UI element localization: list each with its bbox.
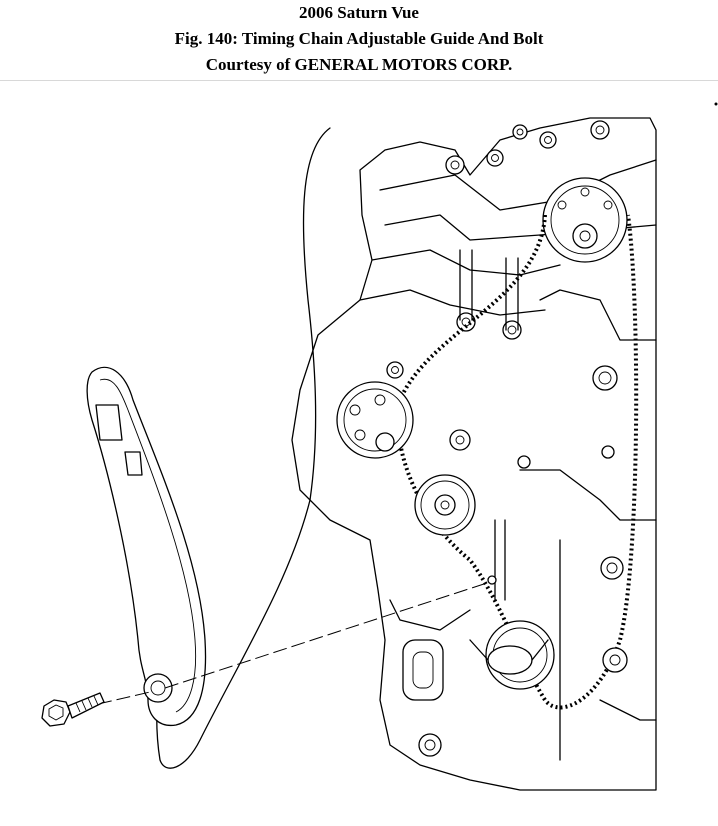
vehicle-title: 2006 Saturn Vue bbox=[299, 3, 419, 22]
guide-mount-hole bbox=[487, 575, 497, 585]
engine-block bbox=[291, 117, 657, 791]
middle-sprocket bbox=[414, 474, 476, 536]
crankshaft-sprocket bbox=[469, 620, 555, 690]
engine-diagram bbox=[0, 81, 718, 826]
guide-bolt bbox=[41, 692, 105, 727]
header-divider bbox=[0, 80, 718, 81]
block-bosses bbox=[402, 365, 628, 757]
camshaft-sprocket bbox=[542, 177, 628, 263]
figure-caption: Fig. 140: Timing Chain Adjustable Guide … bbox=[174, 29, 544, 48]
adjustable-guide bbox=[86, 366, 207, 727]
intermediate-sprocket bbox=[336, 381, 414, 459]
top-bolts bbox=[386, 120, 610, 379]
figure-header: 2006 Saturn Vue Fig. 140: Timing Chain A… bbox=[0, 0, 718, 80]
callout-outline bbox=[156, 127, 331, 769]
guide-pivot-hole bbox=[143, 673, 173, 703]
timing-chain-illustration bbox=[41, 102, 718, 791]
courtesy-line: Courtesy of GENERAL MOTORS CORP. bbox=[205, 55, 513, 74]
